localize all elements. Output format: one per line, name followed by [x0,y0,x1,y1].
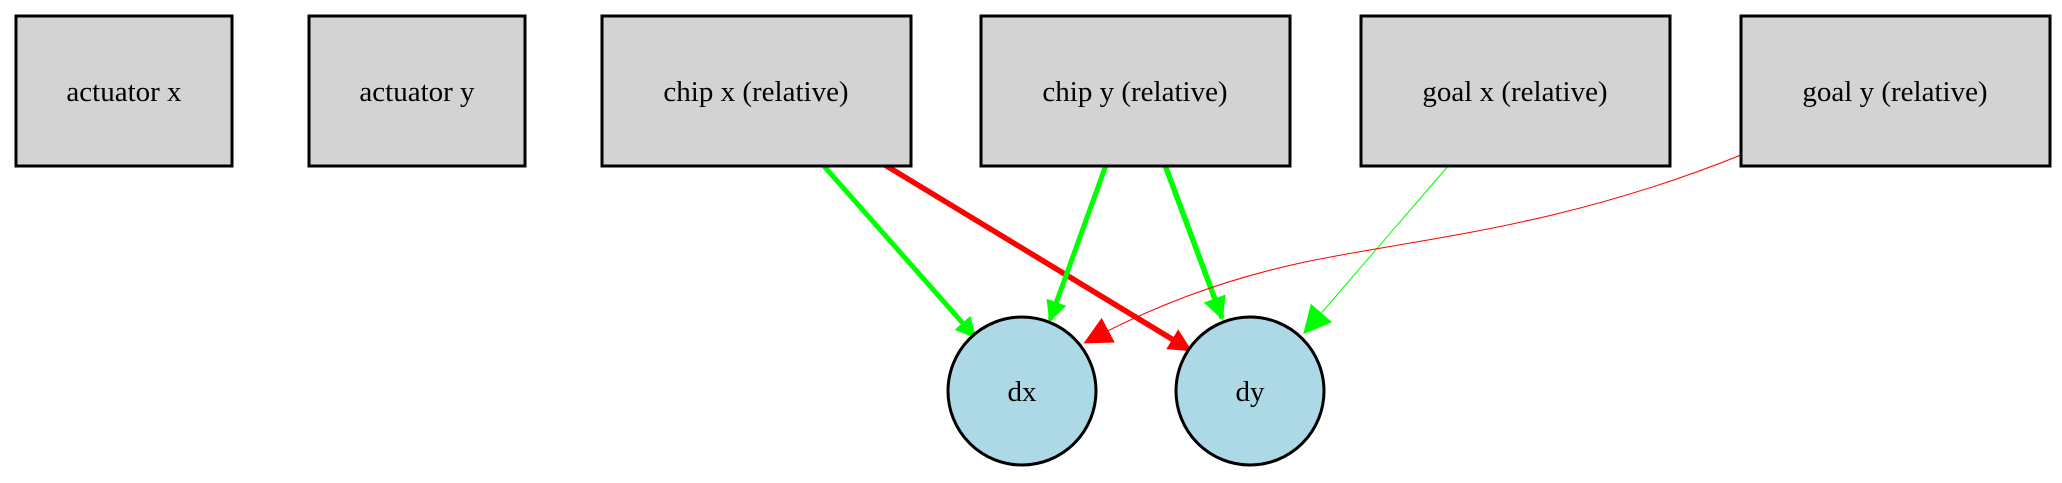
output-nodes: dx dy [946,315,1326,467]
node-goal-x: goal x (relative) [1359,14,1672,168]
node-label-goal-y: goal y (relative) [1802,76,1987,108]
edges [821,154,1742,353]
node-dy: dy [1174,315,1326,467]
node-dx: dx [946,315,1098,467]
node-label-actuator-y: actuator y [359,76,475,108]
edge-goal-y-to-dx [1083,154,1742,344]
edge-chip-y-to-dx [1046,164,1109,322]
node-label-actuator-x: actuator x [66,76,182,108]
node-label-dy: dy [1236,376,1266,408]
input-nodes: actuator x actuator y chip x (relative) … [14,14,2052,168]
node-actuator-y: actuator y [307,14,527,168]
node-actuator-x: actuator x [14,14,234,168]
edge-chip-y-to-dy [1162,164,1226,321]
node-label-goal-x: goal x (relative) [1422,76,1607,108]
edge-chip-x-to-dx [821,163,977,339]
node-label-chip-x: chip x (relative) [663,76,848,108]
node-label-chip-y: chip y (relative) [1042,76,1227,108]
node-label-dx: dx [1008,376,1038,408]
node-chip-x: chip x (relative) [600,14,913,168]
node-chip-y: chip y (relative) [979,14,1292,168]
edge-chip-x-to-dy [883,162,1192,353]
node-goal-y: goal y (relative) [1739,14,2052,168]
